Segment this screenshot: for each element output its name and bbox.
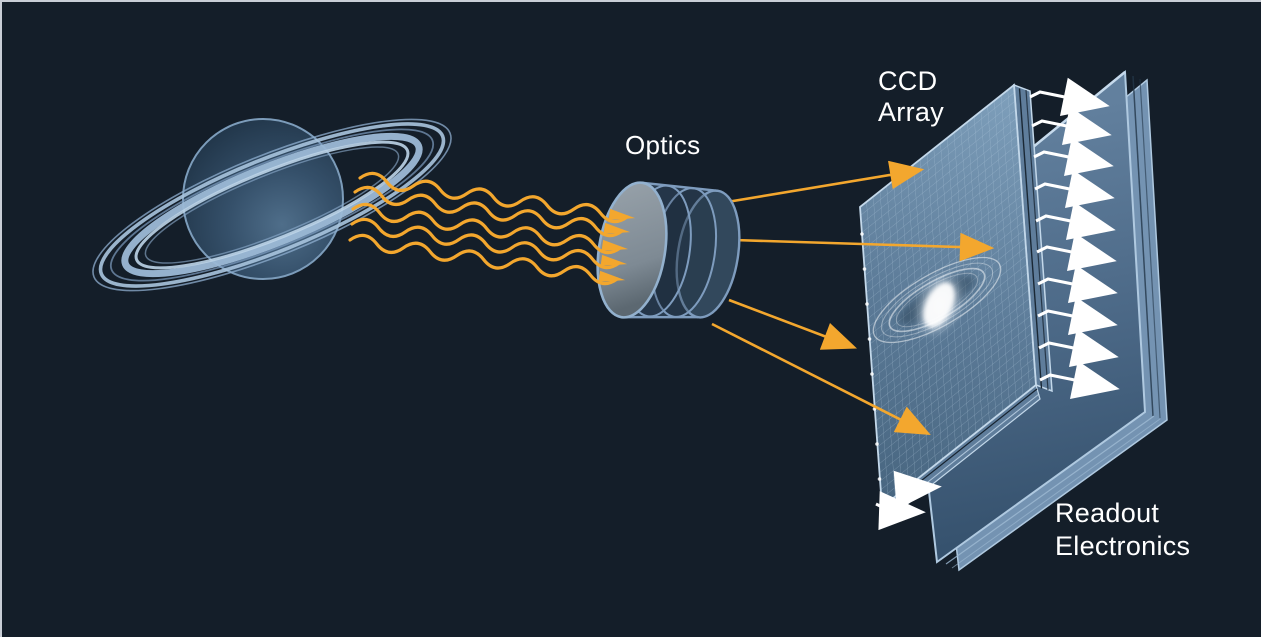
focus-ray-icon [726, 160, 925, 204]
ccd-edge-gap-line [1018, 88, 1043, 389]
focused-light-rays [711, 160, 995, 435]
optics-label: Optics [625, 130, 700, 160]
lens-icon [596, 181, 741, 319]
focus-ray-icon [728, 298, 858, 350]
incoming-light-waves [348, 171, 636, 286]
light-wave-icon [350, 217, 628, 270]
ccd-array-label-line1: CCD [878, 66, 937, 96]
transfer-arrow-icon [875, 491, 926, 531]
readout-edge-detail [1139, 78, 1161, 419]
focused-saturn-image [872, 256, 1002, 344]
ccd-edge-tick-dots [860, 232, 882, 481]
lens-barrel-top-edge [642, 181, 719, 192]
readout-label-line2: Electronics [1055, 531, 1190, 561]
readout-label-line1: Readout [1055, 498, 1159, 528]
readout-bottom-edge-detail [951, 418, 1161, 569]
light-wave-icon [353, 185, 631, 238]
readout-edge-detail [1132, 75, 1154, 417]
light-wave-icon [358, 171, 636, 224]
ghost-planet-core [923, 282, 955, 328]
saturn-icon [92, 118, 452, 292]
focus-ray-icon [733, 232, 995, 262]
labels: Optics CCD Array Readout Electronics [625, 66, 1190, 561]
transfer-arrow-icon [893, 470, 942, 510]
ccd-edge-gap-line [1025, 89, 1049, 391]
light-wave-icon [348, 233, 626, 286]
charge-transfer-arrows [875, 92, 1114, 531]
ccd-array-label-line2: Array [878, 97, 944, 127]
focus-ray-icon [711, 322, 931, 435]
readout-bottom-edge-detail [945, 415, 1155, 565]
ccd-array-panel [859, 83, 1053, 523]
light-wave-icon [351, 202, 629, 255]
saturn-rings [92, 118, 452, 292]
